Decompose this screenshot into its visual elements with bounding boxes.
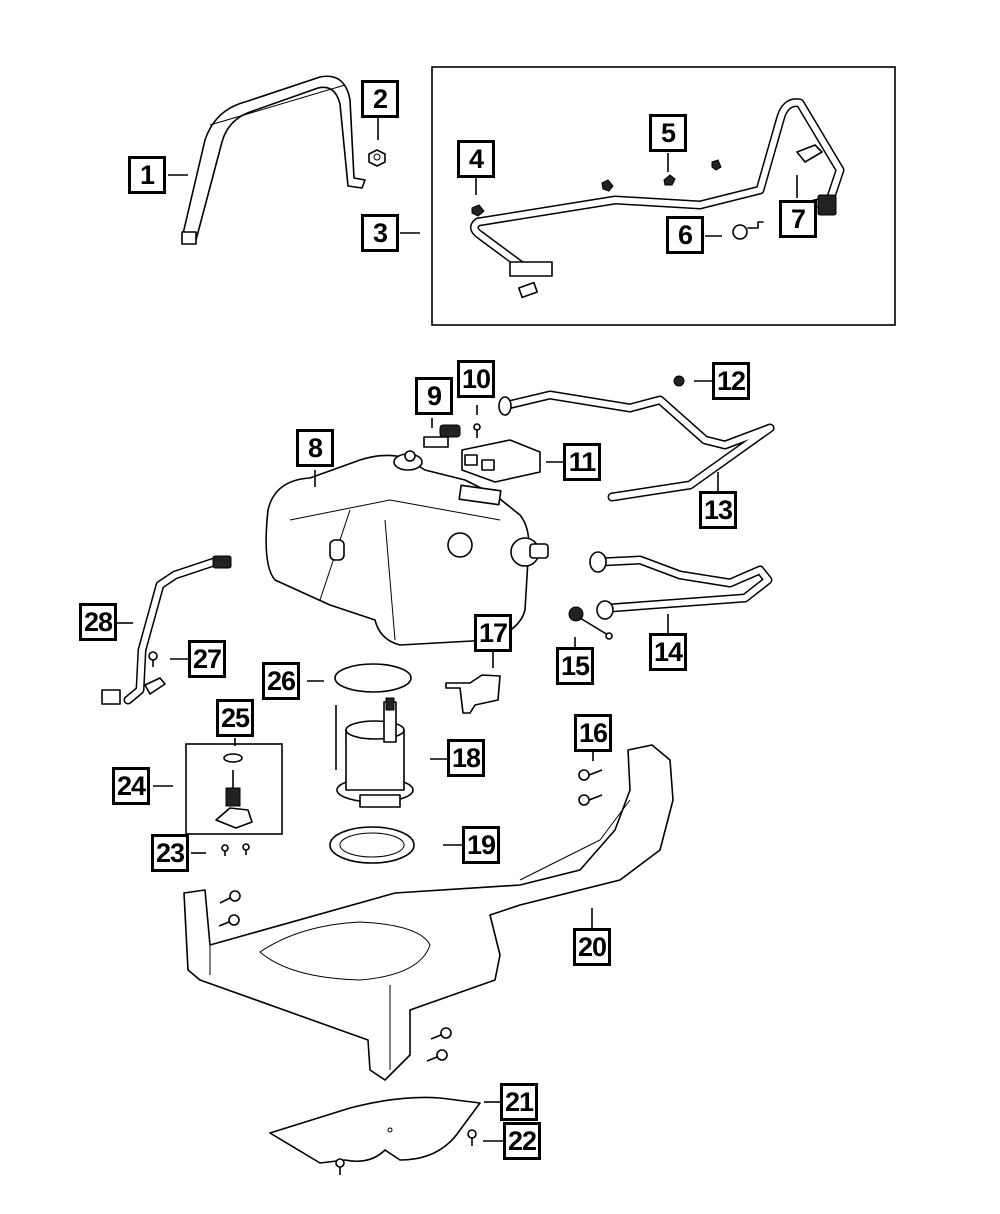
callout-8[interactable]: 8	[296, 429, 334, 467]
part-module-11	[461, 439, 541, 483]
part-clip-5a	[601, 179, 614, 192]
callout-5[interactable]: 5	[649, 114, 687, 152]
callout-10[interactable]: 10	[457, 360, 495, 398]
part-bolts-crossmember	[218, 890, 452, 1062]
part-clamp-6	[732, 221, 764, 240]
callout-21[interactable]: 21	[500, 1083, 538, 1121]
part-lock-ring-19	[329, 826, 415, 864]
callout-7[interactable]: 7	[779, 200, 817, 238]
callout-9[interactable]: 9	[415, 377, 453, 415]
callout-28[interactable]: 28	[79, 603, 117, 641]
callout-25[interactable]: 25	[216, 699, 254, 737]
callout-20[interactable]: 20	[573, 928, 611, 966]
callout-27[interactable]: 27	[188, 640, 226, 678]
part-shield-21	[269, 1096, 481, 1164]
part-fuel-tank	[265, 450, 549, 646]
part-hose-14	[589, 551, 773, 620]
part-push-pin-27	[148, 651, 158, 667]
part-crossmember-20	[183, 744, 674, 1081]
callout-11[interactable]: 11	[563, 443, 601, 481]
part-screws-23	[221, 843, 250, 856]
leader-lines	[117, 118, 798, 1142]
part-cap-15	[568, 606, 613, 640]
part-sender-24	[215, 753, 253, 829]
callout-23[interactable]: 23	[151, 834, 189, 872]
part-connector-9	[423, 424, 461, 448]
callout-26[interactable]: 26	[262, 662, 300, 700]
part-tube-13	[498, 390, 775, 502]
part-clip-4	[471, 204, 485, 217]
part-bracket-17	[445, 674, 501, 714]
callout-24[interactable]: 24	[112, 767, 150, 805]
part-screw-10	[473, 423, 481, 438]
callout-1[interactable]: 1	[128, 156, 166, 194]
part-pump-module-18	[335, 697, 414, 808]
part-strap	[181, 75, 366, 245]
callout-16[interactable]: 16	[574, 714, 612, 752]
callout-14[interactable]: 14	[649, 633, 687, 671]
part-fuel-line-harness	[470, 98, 845, 299]
callout-15[interactable]: 15	[556, 647, 594, 685]
callout-4[interactable]: 4	[457, 140, 495, 178]
part-seal-26	[334, 663, 412, 693]
part-nut-2	[368, 149, 386, 167]
callout-17[interactable]: 17	[474, 614, 512, 652]
group-box-24	[185, 743, 283, 835]
callout-2[interactable]: 2	[361, 80, 399, 118]
part-harness-28	[101, 555, 232, 705]
part-bolts-22	[335, 1129, 477, 1175]
callout-3[interactable]: 3	[361, 214, 399, 252]
part-clip-5c	[711, 159, 722, 171]
part-bolts-16	[578, 769, 603, 806]
callout-19[interactable]: 19	[462, 826, 500, 864]
callout-12[interactable]: 12	[712, 362, 750, 400]
group-box-3	[431, 66, 896, 326]
callout-6[interactable]: 6	[666, 216, 704, 254]
part-clip-5b	[663, 174, 676, 186]
callout-18[interactable]: 18	[447, 739, 485, 777]
part-nut-12	[673, 375, 685, 387]
callout-22[interactable]: 22	[503, 1122, 541, 1160]
callout-13[interactable]: 13	[699, 491, 737, 529]
